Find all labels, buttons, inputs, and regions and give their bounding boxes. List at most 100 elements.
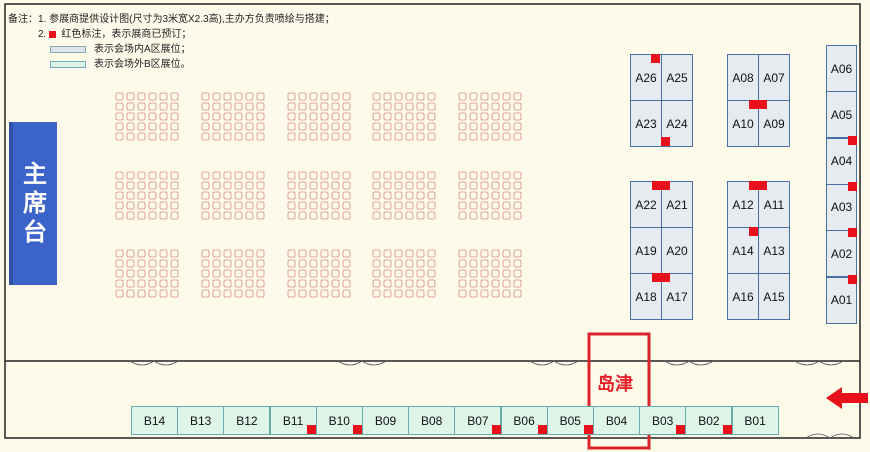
seat bbox=[223, 122, 232, 131]
seat bbox=[469, 249, 478, 258]
booth-a05[interactable]: A05 bbox=[826, 91, 857, 139]
booth-a04[interactable]: A04 bbox=[826, 137, 857, 185]
seat bbox=[137, 122, 146, 131]
booth-b08[interactable]: B08 bbox=[408, 406, 456, 435]
booth-a13[interactable]: A13 bbox=[758, 227, 790, 274]
seat bbox=[223, 112, 232, 121]
doors bbox=[129, 360, 855, 439]
booth-b01[interactable]: B01 bbox=[731, 406, 779, 435]
seat bbox=[394, 191, 403, 200]
booth-b04[interactable]: B04 bbox=[593, 406, 640, 435]
seat bbox=[480, 132, 489, 141]
booked-marker bbox=[537, 425, 547, 434]
seat bbox=[148, 92, 157, 101]
seat bbox=[201, 92, 210, 101]
seat bbox=[513, 211, 522, 220]
booth-b03[interactable]: B03 bbox=[639, 406, 687, 435]
seat bbox=[287, 249, 296, 258]
seat bbox=[469, 259, 478, 268]
seat bbox=[342, 102, 351, 111]
seat bbox=[405, 112, 414, 121]
booth-a02[interactable]: A02 bbox=[826, 230, 857, 278]
seat bbox=[170, 171, 179, 180]
booth-a07[interactable]: A07 bbox=[758, 54, 790, 101]
seat bbox=[201, 122, 210, 131]
seat bbox=[201, 191, 210, 200]
seat bbox=[256, 92, 265, 101]
booth-a23[interactable]: A23 bbox=[630, 100, 662, 147]
seat bbox=[331, 122, 340, 131]
seat bbox=[372, 269, 381, 278]
seat bbox=[491, 102, 500, 111]
seat bbox=[491, 211, 500, 220]
seat bbox=[372, 249, 381, 258]
seat bbox=[320, 279, 329, 288]
booth-b10[interactable]: B10 bbox=[315, 406, 363, 435]
booth-b12[interactable]: B12 bbox=[223, 406, 271, 435]
seat bbox=[126, 279, 135, 288]
seat bbox=[320, 181, 329, 190]
seat bbox=[148, 132, 157, 141]
booth-a25[interactable]: A25 bbox=[661, 54, 693, 101]
booth-b09[interactable]: B09 bbox=[362, 406, 409, 435]
booth-a16[interactable]: A16 bbox=[727, 273, 759, 320]
booth-a19[interactable]: A19 bbox=[630, 227, 662, 274]
booked-marker bbox=[491, 425, 501, 434]
seat bbox=[502, 112, 511, 121]
seat bbox=[491, 132, 500, 141]
booth-a08[interactable]: A08 bbox=[727, 54, 759, 101]
booth-a09[interactable]: A09 bbox=[758, 100, 790, 147]
booked-marker bbox=[353, 425, 362, 434]
booth-b13[interactable]: B13 bbox=[177, 406, 225, 435]
booth-b11[interactable]: B11 bbox=[269, 406, 317, 435]
seat bbox=[115, 279, 124, 288]
booth-a26[interactable]: A26 bbox=[630, 54, 662, 101]
seat bbox=[513, 191, 522, 200]
seat bbox=[480, 289, 489, 298]
seat bbox=[201, 171, 210, 180]
booth-b14[interactable]: B14 bbox=[131, 406, 178, 435]
seat bbox=[469, 181, 478, 190]
seat bbox=[126, 191, 135, 200]
seat bbox=[469, 132, 478, 141]
seat bbox=[383, 289, 392, 298]
seat bbox=[309, 269, 318, 278]
seat bbox=[416, 181, 425, 190]
seat bbox=[416, 191, 425, 200]
booked-marker bbox=[749, 181, 758, 190]
booth-a22[interactable]: A22 bbox=[630, 181, 662, 228]
booth-a18[interactable]: A18 bbox=[630, 273, 662, 320]
seat bbox=[159, 102, 168, 111]
seat bbox=[383, 181, 392, 190]
seat bbox=[458, 201, 467, 210]
seat bbox=[126, 181, 135, 190]
seat bbox=[170, 201, 179, 210]
seat bbox=[394, 279, 403, 288]
seat bbox=[126, 269, 135, 278]
door-icon bbox=[337, 360, 387, 366]
seat bbox=[469, 279, 478, 288]
booth-a03[interactable]: A03 bbox=[826, 183, 857, 231]
seat bbox=[372, 181, 381, 190]
seat bbox=[126, 112, 135, 121]
seat bbox=[126, 171, 135, 180]
seat bbox=[416, 269, 425, 278]
booth-a01[interactable]: A01 bbox=[826, 276, 857, 324]
seat bbox=[201, 201, 210, 210]
seat bbox=[502, 289, 511, 298]
booth-a06[interactable]: A06 bbox=[826, 45, 857, 92]
door-icon bbox=[529, 360, 579, 366]
seat bbox=[212, 279, 221, 288]
seat bbox=[458, 122, 467, 131]
legend-a-zone: 表示会场内A区展位； bbox=[94, 43, 191, 55]
seat bbox=[383, 171, 392, 180]
seat bbox=[126, 259, 135, 268]
seat bbox=[170, 112, 179, 121]
seat bbox=[126, 249, 135, 258]
booth-a20[interactable]: A20 bbox=[661, 227, 693, 274]
seat bbox=[298, 201, 307, 210]
seat bbox=[480, 279, 489, 288]
booked-marker bbox=[676, 425, 686, 434]
booth-a15[interactable]: A15 bbox=[758, 273, 790, 320]
seat bbox=[394, 211, 403, 220]
